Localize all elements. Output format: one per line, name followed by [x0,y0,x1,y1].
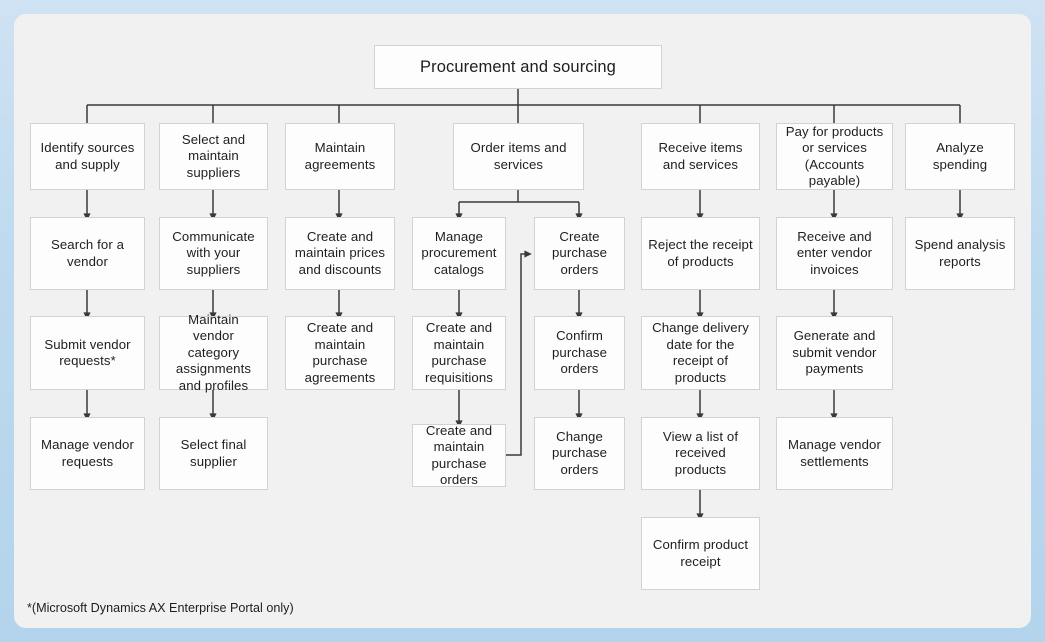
node-generate-and-submit-vendor-payments[interactable]: Generate and submit vendor payments [776,316,893,390]
node-reject-the-receipt-of-products[interactable]: Reject the receipt of products [641,217,760,290]
node-create-and-maintain-purchase-orders[interactable]: Create and maintain purchase orders [412,423,506,487]
node-manage-vendor-settlements[interactable]: Manage vendor settlements [776,417,893,490]
node-search-for-a-vendor[interactable]: Search for a vendor [30,217,145,290]
node-confirm-purchase-orders[interactable]: Confirm purchase orders [534,316,625,390]
node-spend-analysis-reports[interactable]: Spend analysis reports [905,217,1015,290]
node-receive-items-and-services[interactable]: Receive items and services [641,123,760,190]
node-confirm-product-receipt[interactable]: Confirm product receipt [641,517,760,590]
node-receive-and-enter-vendor-invoices[interactable]: Receive and enter vendor invoices [776,217,893,290]
node-change-delivery-date-for-the-receipt-of-products[interactable]: Change delivery date for the receipt of … [641,316,760,390]
node-manage-vendor-requests[interactable]: Manage vendor requests [30,417,145,490]
node-select-final-supplier[interactable]: Select final supplier [159,417,268,490]
node-view-a-list-of-received-products[interactable]: View a list of received products [641,417,760,490]
node-procurement-and-sourcing[interactable]: Procurement and sourcing [374,45,662,89]
node-create-purchase-orders[interactable]: Create purchase orders [534,217,625,290]
node-change-purchase-orders[interactable]: Change purchase orders [534,417,625,490]
node-communicate-with-your-suppliers[interactable]: Communicate with your suppliers [159,217,268,290]
node-pay-for-products-or-services[interactable]: Pay for products or services (Accounts p… [776,123,893,190]
footnote-text: *(Microsoft Dynamics AX Enterprise Porta… [27,601,294,615]
node-create-and-maintain-prices-and-discounts[interactable]: Create and maintain prices and discounts [285,217,395,290]
node-create-and-maintain-purchase-requisitions[interactable]: Create and maintain purchase requisition… [412,316,506,390]
node-identify-sources-and-supply[interactable]: Identify sources and supply [30,123,145,190]
node-maintain-vendor-category-assignments-and-profiles[interactable]: Maintain vendor category assignments and… [159,312,268,393]
node-create-and-maintain-purchase-agreements[interactable]: Create and maintain purchase agreements [285,316,395,390]
node-select-and-maintain-suppliers[interactable]: Select and maintain suppliers [159,123,268,190]
node-maintain-agreements[interactable]: Maintain agreements [285,123,395,190]
node-order-items-and-services[interactable]: Order items and services [453,123,584,190]
node-manage-procurement-catalogs[interactable]: Manage procurement catalogs [412,217,506,290]
node-submit-vendor-requests[interactable]: Submit vendor requests* [30,316,145,390]
node-analyze-spending[interactable]: Analyze spending [905,123,1015,190]
